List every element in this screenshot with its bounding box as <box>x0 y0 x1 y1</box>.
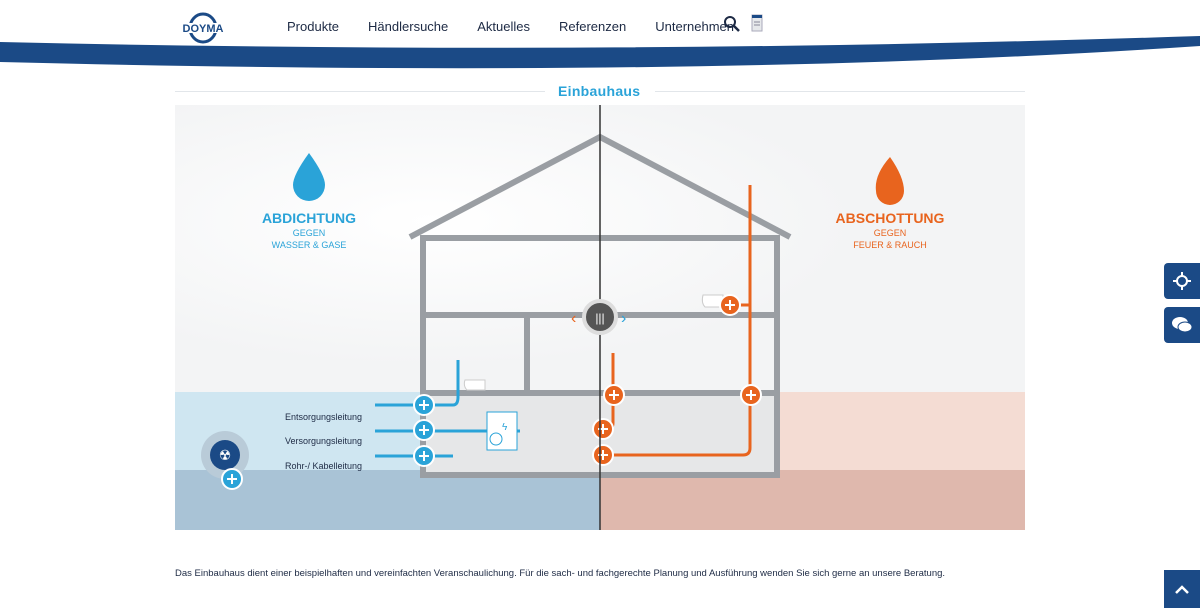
hotspot-plus-button[interactable] <box>413 419 435 441</box>
plus-icon <box>725 300 735 310</box>
chat-icon <box>1172 317 1193 333</box>
toilet-icon <box>463 379 486 391</box>
label-versorgung: Versorgungsleitung <box>285 436 362 446</box>
footnote: Das Einbauhaus dient einer beispielhafte… <box>175 568 946 579</box>
plus-icon <box>419 400 429 410</box>
plus-icon <box>746 390 756 400</box>
svg-text:GEGEN: GEGEN <box>874 228 907 238</box>
nav-produkte[interactable]: Produkte <box>287 19 340 34</box>
plus-icon <box>609 390 619 400</box>
chat-button[interactable] <box>1164 307 1200 343</box>
svg-text:›: › <box>621 310 626 327</box>
hotspot-plus-button[interactable] <box>413 394 435 416</box>
utility-icons: ϟ <box>486 411 518 451</box>
flame-icon <box>875 157 904 205</box>
page-title: Einbauhaus <box>558 83 641 99</box>
radiation-icon <box>210 440 240 470</box>
svg-text:‹: ‹ <box>571 310 576 327</box>
svg-text:FEUER & RAUCH: FEUER & RAUCH <box>853 240 927 250</box>
label-entsorgung: Entsorgungsleitung <box>285 412 362 422</box>
plus-icon <box>419 451 429 461</box>
scroll-to-top-button[interactable] <box>1164 570 1200 608</box>
chevron-up-icon <box>1175 585 1189 594</box>
plus-icon <box>227 474 237 484</box>
compare-slider-handle: ||| ‹ › <box>571 299 626 335</box>
hotspot-plus-button[interactable] <box>592 418 614 440</box>
divider <box>175 91 545 92</box>
right-title: ABSCHOTTUNG <box>836 210 945 226</box>
nav-unternehmen[interactable]: Unternehmen <box>655 19 735 34</box>
hotspot-plus-button[interactable] <box>413 445 435 467</box>
hotspot-plus-button[interactable] <box>603 384 625 406</box>
hotspot-plus-button[interactable] <box>592 444 614 466</box>
label-rohr: Rohr-/ Kabelleitung <box>285 461 362 471</box>
document-icon[interactable] <box>751 14 763 32</box>
nav-referenzen[interactable]: Referenzen <box>559 19 627 34</box>
section-header: Einbauhaus <box>175 82 1025 102</box>
nav-haendlersuche[interactable]: Händlersuche <box>368 19 449 34</box>
header-wave <box>0 36 1200 69</box>
svg-text:ϟ: ϟ <box>502 422 508 433</box>
divider <box>655 91 1025 92</box>
svg-text:DOYMA: DOYMA <box>183 23 224 35</box>
doyma-logo[interactable]: DOYMA <box>172 12 234 44</box>
location-button[interactable] <box>1164 263 1200 299</box>
hotspot-plus-button[interactable] <box>740 384 762 406</box>
svg-text:GEGEN: GEGEN <box>293 228 326 238</box>
hotspot-plus-button[interactable] <box>719 294 741 316</box>
svg-text:☢: ☢ <box>219 447 232 463</box>
left-title: ABDICHTUNG <box>262 210 356 226</box>
hotspot-plus-button[interactable] <box>221 468 243 490</box>
nav-aktuelles[interactable]: Aktuelles <box>477 19 531 34</box>
water-drop-icon <box>293 153 325 201</box>
search-icon[interactable] <box>723 15 741 33</box>
einbauhaus-illustration: ϟ ABDICHTUNG GEGEN WASSER & GASE ABSCHOT… <box>175 105 1025 530</box>
main-nav: Produkte Händlersuche Aktuelles Referenz… <box>287 19 734 34</box>
plus-icon <box>419 425 429 435</box>
crosshair-icon <box>1173 272 1191 290</box>
svg-text:WASSER & GASE: WASSER & GASE <box>272 240 347 250</box>
svg-text:|||: ||| <box>595 311 604 325</box>
